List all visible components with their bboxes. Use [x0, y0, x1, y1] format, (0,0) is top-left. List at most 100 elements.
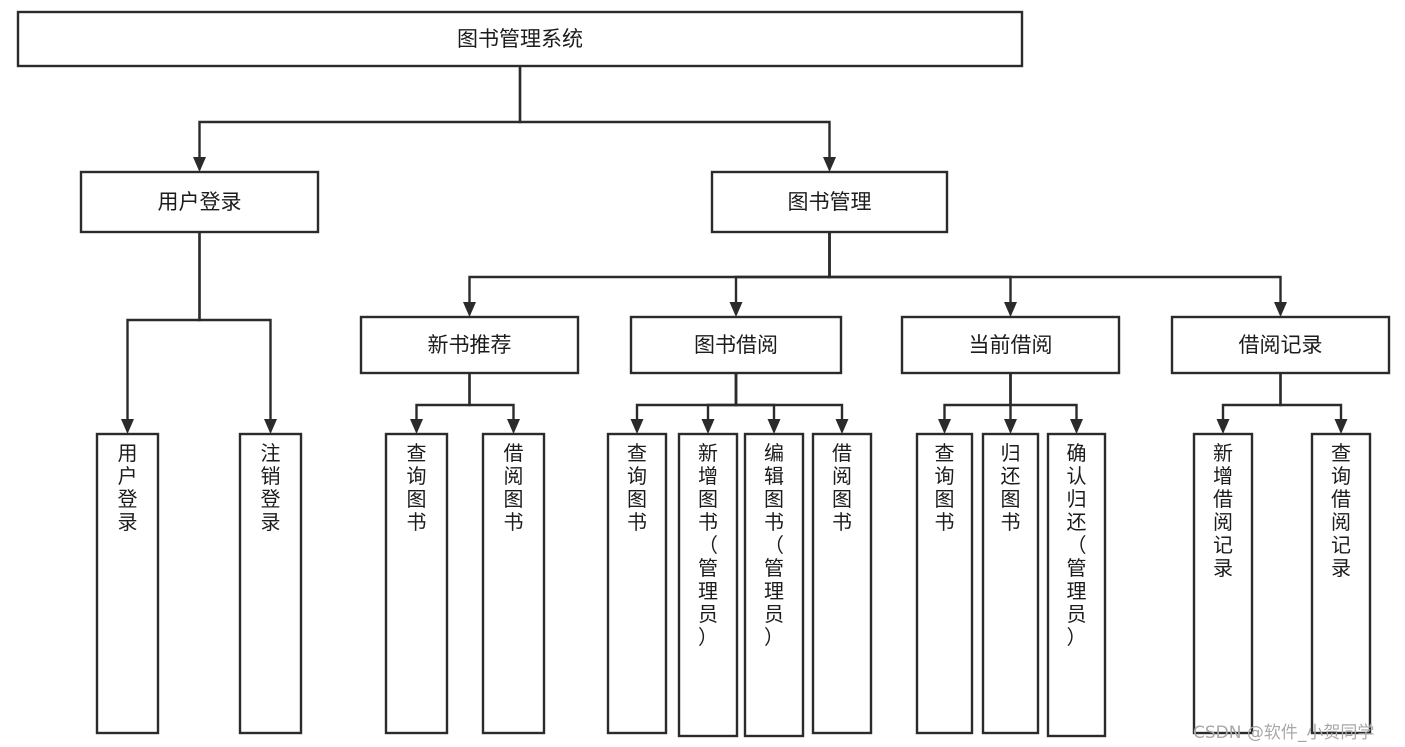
arrowhead-icon — [701, 419, 715, 434]
edge-s_book_borrow-to-f_bb_borrow — [734, 373, 849, 434]
node-label: 用户登录 — [118, 441, 138, 534]
node-box[interactable] — [811, 432, 873, 735]
node-label: 图书借阅 — [694, 333, 778, 357]
arrowhead-icon — [835, 419, 849, 434]
node-label: 图书管理系统 — [457, 27, 583, 51]
node-box[interactable] — [384, 432, 449, 735]
node-label: 编辑图书（管理员） — [764, 441, 784, 649]
node-m-book-manage[interactable]: 图书管理 — [710, 170, 949, 234]
node-box[interactable] — [743, 432, 805, 738]
node-f-br-add[interactable]: 新增借阅记录 — [1192, 432, 1254, 735]
node-f-br-query[interactable]: 查询借阅记录 — [1310, 432, 1372, 735]
node-box[interactable] — [359, 315, 580, 375]
node-box[interactable] — [16, 10, 1024, 68]
node-box[interactable] — [606, 432, 668, 735]
node-box[interactable] — [900, 315, 1121, 375]
edges-layer — [121, 66, 1348, 434]
node-box[interactable] — [915, 432, 974, 735]
node-f-nb-query[interactable]: 查询图书 — [384, 432, 449, 735]
node-f-bb-borrow[interactable]: 借阅图书 — [811, 432, 873, 735]
arrowhead-icon — [767, 419, 781, 434]
node-box[interactable] — [238, 432, 303, 735]
edge-root-to-m_user_login — [193, 66, 522, 172]
node-label: 归还图书 — [1001, 441, 1021, 534]
arrowhead-icon — [1004, 419, 1017, 434]
arrowhead-icon — [938, 419, 951, 434]
edge-m_book_manage-to-s_current_borrow — [828, 232, 1017, 317]
node-root[interactable]: 图书管理系统 — [16, 10, 1024, 68]
arrowhead-icon — [630, 419, 644, 434]
edge-s_book_borrow-to-f_bb_edit — [734, 373, 781, 434]
edge-s_current_borrow-to-f_cb_query — [938, 373, 1012, 434]
node-s-book-borrow[interactable]: 图书借阅 — [629, 315, 843, 375]
edge-s_borrow_record-to-f_br_add — [1216, 373, 1282, 434]
arrowhead-icon — [410, 419, 423, 434]
node-f-cb-confirm[interactable]: 确认归还（管理员） — [1046, 432, 1107, 738]
node-label: 新增图书（管理员） — [698, 441, 718, 649]
node-f-user-logout[interactable]: 注销登录 — [238, 432, 303, 735]
node-f-cb-query[interactable]: 查询图书 — [915, 432, 974, 735]
node-f-bb-edit[interactable]: 编辑图书（管理员） — [743, 432, 805, 738]
node-label: 查询图书 — [935, 441, 955, 534]
node-s-borrow-record[interactable]: 借阅记录 — [1170, 315, 1391, 375]
node-box[interactable] — [1310, 432, 1372, 735]
edge-s_book_borrow-to-f_bb_add — [701, 373, 738, 434]
edge-m_user_login-to-f_user_logout — [198, 232, 277, 434]
edge-s_new_book-to-f_nb_borrow — [468, 373, 520, 434]
arrowhead-icon — [823, 157, 836, 172]
node-label: 确认归还（管理员） — [1067, 441, 1087, 649]
node-label: 借阅图书 — [504, 441, 524, 534]
node-label: 借阅图书 — [832, 441, 852, 534]
node-label: 查询图书 — [407, 441, 427, 534]
edge-m_user_login-to-f_user_login — [121, 232, 201, 434]
node-s-current-borrow[interactable]: 当前借阅 — [900, 315, 1121, 375]
node-box[interactable] — [95, 432, 160, 735]
arrowhead-icon — [1334, 419, 1348, 434]
node-box[interactable] — [1170, 315, 1391, 375]
node-f-user-login[interactable]: 用户登录 — [95, 432, 160, 735]
node-box[interactable] — [677, 432, 739, 738]
node-label: 用户登录 — [158, 190, 242, 214]
arrowhead-icon — [729, 302, 743, 317]
arrowhead-icon — [463, 302, 476, 317]
node-f-bb-query[interactable]: 查询图书 — [606, 432, 668, 735]
arrowhead-icon — [1216, 419, 1230, 434]
edge-s_book_borrow-to-f_bb_query — [630, 373, 738, 434]
edge-s_borrow_record-to-f_br_query — [1279, 373, 1348, 434]
arrowhead-icon — [1004, 302, 1017, 317]
node-label: 注销登录 — [261, 441, 281, 534]
node-s-new-book[interactable]: 新书推荐 — [359, 315, 580, 375]
edge-s_new_book-to-f_nb_query — [410, 373, 471, 434]
arrowhead-icon — [121, 419, 134, 434]
edge-s_current_borrow-to-f_cb_confirm — [1009, 373, 1083, 434]
node-box[interactable] — [1046, 432, 1107, 738]
node-label: 借阅记录 — [1239, 333, 1323, 357]
edge-m_book_manage-to-s_borrow_record — [828, 232, 1287, 317]
node-m-user-login[interactable]: 用户登录 — [79, 170, 320, 234]
node-label: 新增借阅记录 — [1213, 441, 1233, 580]
node-f-cb-return[interactable]: 归还图书 — [981, 432, 1040, 735]
node-box[interactable] — [981, 432, 1040, 735]
arrowhead-icon — [507, 419, 520, 434]
node-box[interactable] — [1192, 432, 1254, 735]
arrowhead-icon — [264, 419, 277, 434]
nodes-layer: 图书管理系统用户登录图书管理新书推荐图书借阅当前借阅借阅记录用户登录注销登录查询… — [16, 10, 1391, 738]
node-label: 图书管理 — [788, 190, 872, 214]
edge-m_book_manage-to-s_new_book — [463, 232, 831, 317]
edge-root-to-m_book_manage — [518, 66, 836, 172]
arrowhead-icon — [1274, 302, 1287, 317]
node-box[interactable] — [79, 170, 320, 234]
node-label: 查询借阅记录 — [1331, 441, 1351, 580]
arrowhead-icon — [1070, 419, 1083, 434]
node-box[interactable] — [710, 170, 949, 234]
node-box[interactable] — [481, 432, 546, 735]
node-label: 新书推荐 — [428, 333, 512, 357]
node-f-bb-add[interactable]: 新增图书（管理员） — [677, 432, 739, 738]
edge-m_book_manage-to-s_book_borrow — [729, 232, 831, 317]
arrowhead-icon — [193, 157, 206, 172]
node-f-nb-borrow[interactable]: 借阅图书 — [481, 432, 546, 735]
node-label: 当前借阅 — [969, 333, 1053, 357]
node-box[interactable] — [629, 315, 843, 375]
